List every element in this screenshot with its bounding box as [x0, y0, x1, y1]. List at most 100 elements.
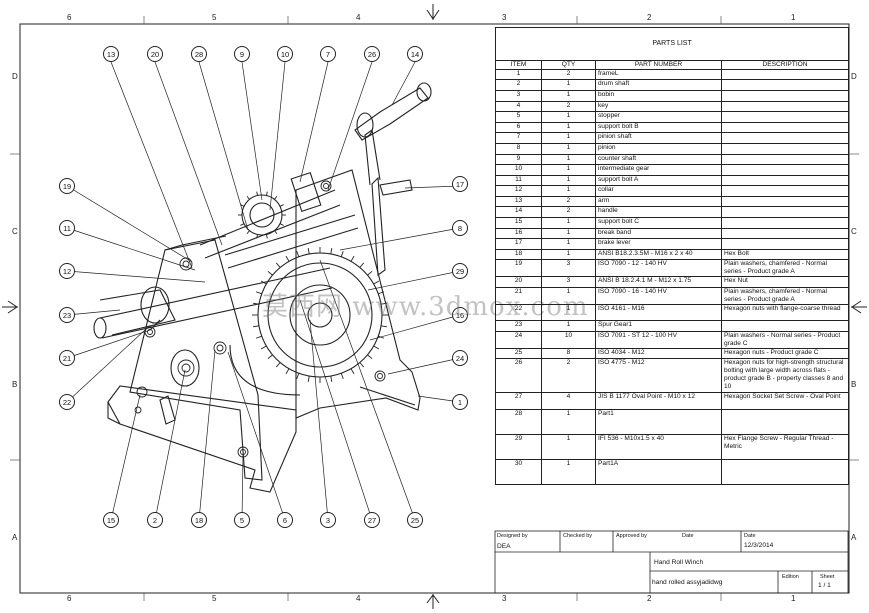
- zone-col-6-bottom: 6: [67, 594, 72, 603]
- balloon-item-2: 2: [147, 512, 163, 528]
- cell-description: Hex Nut: [720, 276, 850, 288]
- cell-item: 13: [495, 195, 542, 208]
- cell-qty: 1: [541, 408, 596, 436]
- drawing-title: Hand Roll Winch: [654, 559, 704, 566]
- cell-item: 12: [495, 185, 542, 197]
- header-description: DESCRIPTION: [720, 60, 850, 70]
- balloon-item-3: 3: [320, 512, 336, 528]
- cell-part-number: support bolt C: [595, 217, 722, 229]
- zone-col-5-bottom: 5: [212, 594, 217, 603]
- cell-qty: 1: [541, 320, 596, 333]
- cell-item: 21: [495, 286, 542, 305]
- zone-row-a-right: A: [851, 533, 857, 542]
- cell-qty: 1: [541, 185, 596, 197]
- cell-qty: 1: [541, 142, 596, 155]
- cell-description: [720, 174, 850, 187]
- sheet-value: 1 / 1: [818, 582, 831, 589]
- designed-by-value: DEA: [497, 543, 511, 550]
- balloon-item-25: 25: [407, 512, 423, 528]
- cell-item: 26: [495, 358, 542, 394]
- balloon-item-6: 6: [277, 512, 293, 528]
- leader-lines: [66, 61, 461, 521]
- balloon-item-14: 14: [407, 46, 423, 62]
- cell-description: [720, 153, 850, 166]
- zone-row-b-right: B: [851, 380, 857, 389]
- cell-description: [720, 121, 850, 134]
- balloon-item-29: 29: [452, 263, 468, 279]
- cell-part-number: Spur Gear1: [595, 320, 722, 333]
- cell-qty: 1: [541, 121, 596, 134]
- cell-part-number: key: [595, 100, 722, 113]
- cell-description: [720, 459, 850, 486]
- cell-part-number: IFI 536 - M10x1.5 x 40: [595, 433, 722, 461]
- cell-qty: 2: [541, 195, 596, 208]
- date-value: 12/3/2014: [744, 542, 774, 549]
- cell-part-number: drum shaft: [595, 79, 722, 91]
- zone-col-2-bottom: 2: [647, 594, 652, 603]
- cell-description: [720, 89, 850, 102]
- zone-ticks: [10, 16, 859, 601]
- cell-item: 29: [495, 433, 542, 461]
- cell-part-number: arm: [595, 195, 722, 208]
- cell-description: [720, 68, 850, 81]
- balloon-item-27: 27: [364, 512, 380, 528]
- cell-part-number: intermediate gear: [595, 164, 722, 176]
- balloon-item-13: 13: [103, 46, 119, 62]
- cell-part-number: brake lever: [595, 238, 722, 250]
- cell-qty: 1: [541, 227, 596, 240]
- zone-row-c-left: C: [12, 227, 18, 236]
- cell-part-number: ISO 7090 - 12 - 140 HV: [595, 259, 722, 278]
- approved-by-label: Approved by: [616, 533, 647, 539]
- header-part-number: PART NUMBER: [595, 60, 722, 70]
- balloon-item-15: 15: [103, 512, 119, 528]
- balloon-item-7: 7: [320, 46, 336, 62]
- cell-qty: 1: [541, 303, 596, 322]
- cell-qty: 1: [541, 153, 596, 166]
- cell-item: 6: [495, 121, 542, 134]
- cell-item: 1: [495, 68, 542, 81]
- header-qty: QTY: [541, 60, 596, 70]
- cell-qty: 1: [541, 174, 596, 187]
- zone-row-c-right: C: [851, 227, 857, 236]
- cell-item: 30: [495, 459, 542, 486]
- cell-description: [720, 408, 850, 436]
- balloon-item-20: 20: [147, 46, 163, 62]
- balloon-item-1: 1: [452, 394, 468, 410]
- cell-qty: 1: [541, 132, 596, 144]
- cell-part-number: break band: [595, 227, 722, 240]
- zone-row-a-left: A: [12, 533, 18, 542]
- cell-part-number: JIS B 1177 Oval Point - M10 x 12: [595, 392, 722, 410]
- balloon-item-18: 18: [191, 512, 207, 528]
- balloon-item-11: 11: [59, 220, 75, 236]
- cell-part-number: collar: [595, 185, 722, 197]
- cell-description: [720, 195, 850, 208]
- balloon-item-21: 21: [59, 350, 75, 366]
- date-label: Date: [744, 533, 756, 539]
- cell-qty: 1: [541, 459, 596, 486]
- cell-description: [720, 79, 850, 91]
- cell-part-number: ANSI B 18.2.4.1 M - M12 x 1.75: [595, 276, 722, 288]
- cell-item: 23: [495, 320, 542, 333]
- balloon-item-22: 22: [59, 394, 75, 410]
- cell-description: [720, 111, 850, 123]
- balloon-item-24: 24: [452, 350, 468, 366]
- cell-description: Plain washers, chamfered - Normal series…: [720, 286, 850, 305]
- cell-qty: 1: [541, 248, 596, 261]
- cell-qty: 1: [541, 164, 596, 176]
- cell-item: 24: [495, 331, 542, 349]
- zone-row-d-right: D: [851, 72, 857, 81]
- cell-description: Plain washers, chamfered - Normal series…: [720, 259, 850, 278]
